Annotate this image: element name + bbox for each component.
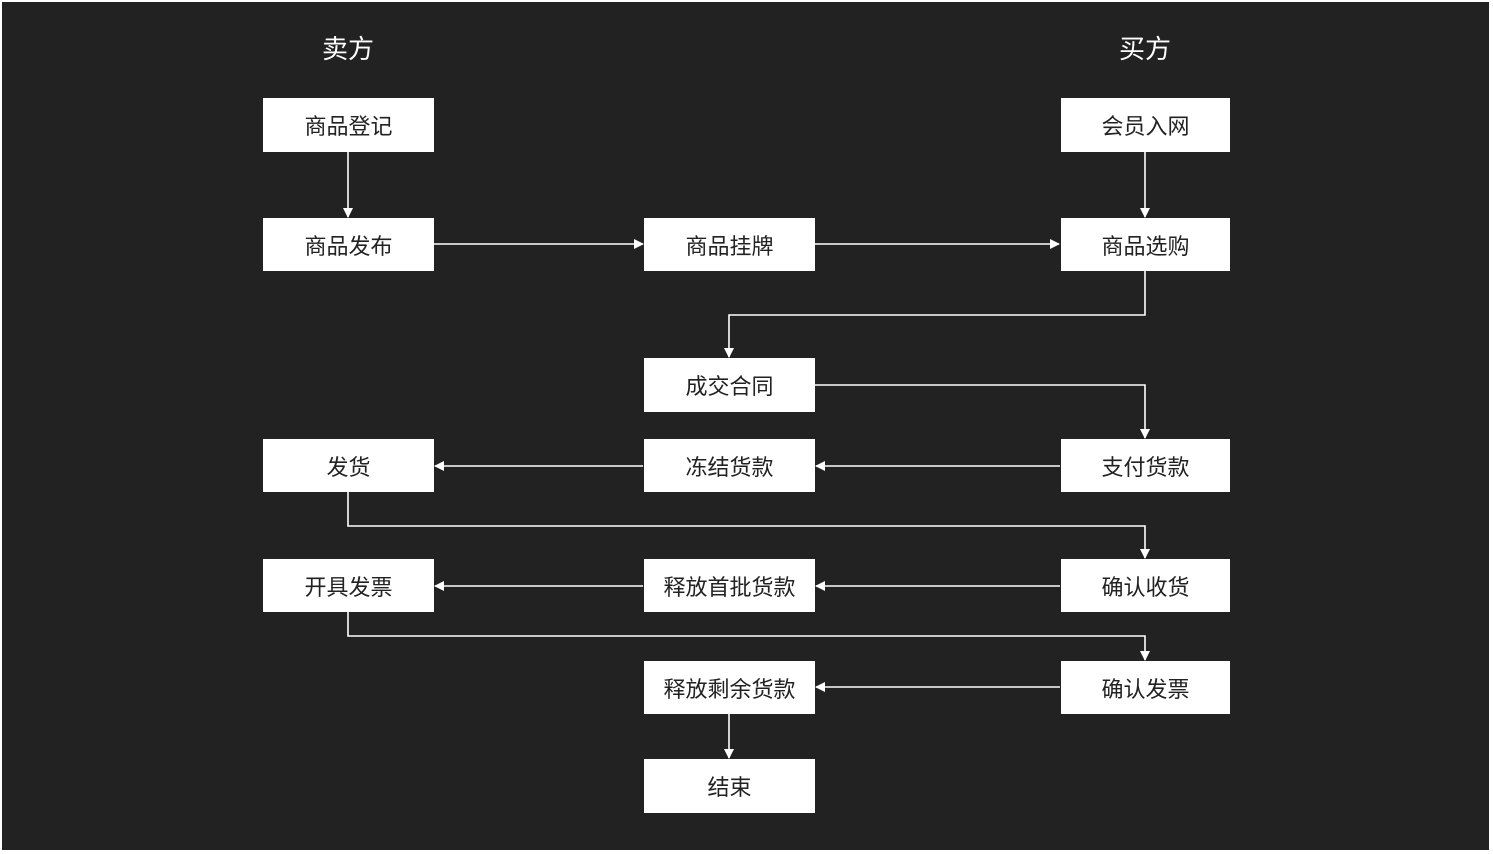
node-freeze-payment[interactable]: 冻结货款	[644, 439, 815, 492]
node-pay-payment[interactable]: 支付货款	[1061, 439, 1230, 492]
lane-title-buyer: 买方	[1118, 35, 1171, 65]
node-goods-select[interactable]: 商品选购	[1061, 218, 1230, 271]
node-goods-register[interactable]: 商品登记	[263, 98, 434, 152]
node-end[interactable]: 结束	[644, 759, 815, 813]
node-confirm-invoice[interactable]: 确认发票	[1061, 661, 1230, 714]
node-release-remaining-payment[interactable]: 释放剩余货款	[644, 661, 815, 714]
node-release-first-payment[interactable]: 释放首批货款	[644, 559, 815, 612]
node-issue-invoice[interactable]: 开具发票	[263, 559, 434, 612]
node-confirm-receipt[interactable]: 确认收货	[1061, 559, 1230, 612]
node-goods-listing[interactable]: 商品挂牌	[644, 218, 815, 271]
node-ship[interactable]: 发货	[263, 439, 434, 492]
node-member-join[interactable]: 会员入网	[1061, 98, 1230, 152]
node-deal-contract[interactable]: 成交合同	[644, 358, 815, 412]
lane-title-seller: 卖方	[321, 35, 374, 65]
node-goods-publish[interactable]: 商品发布	[263, 218, 434, 271]
